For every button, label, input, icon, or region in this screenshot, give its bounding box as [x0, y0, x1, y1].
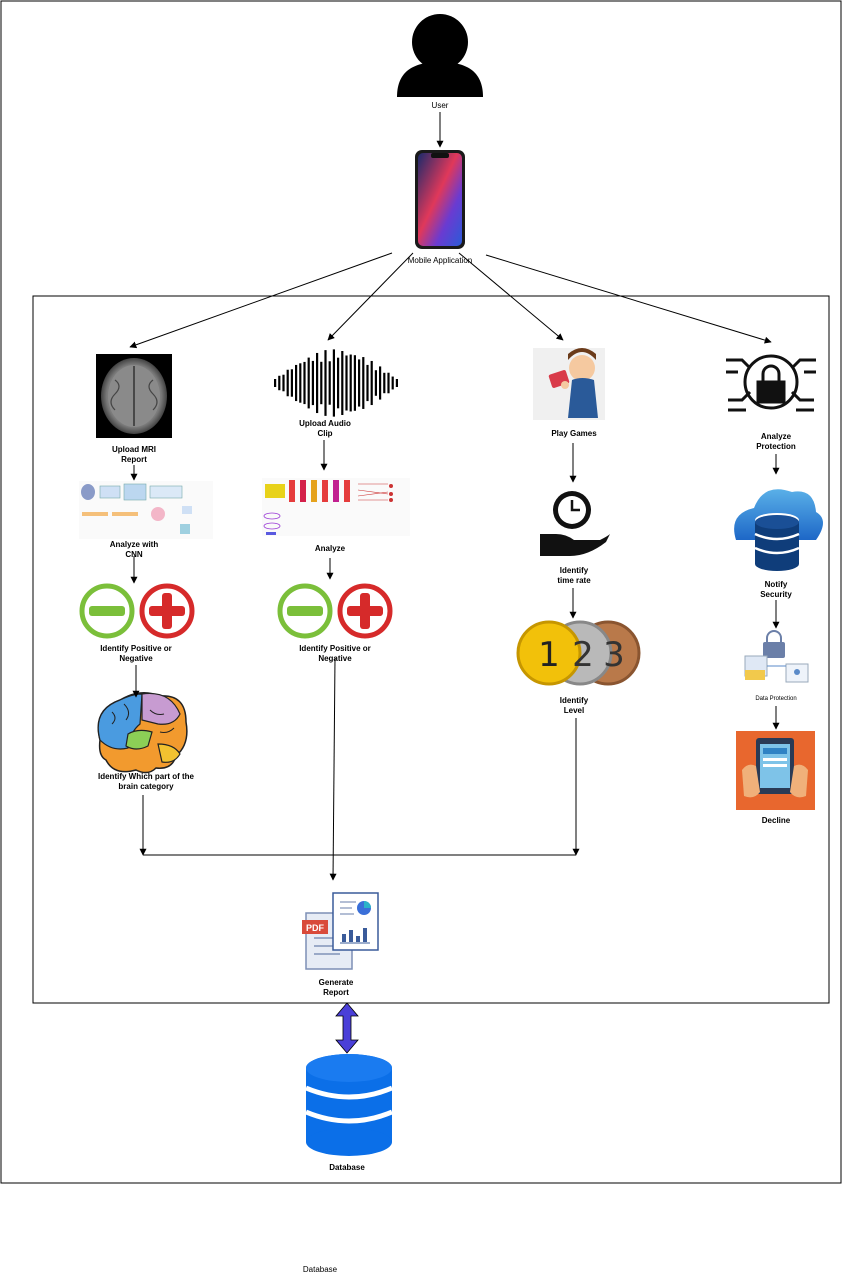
decline-tablet-icon — [736, 731, 815, 810]
user-icon — [397, 14, 483, 97]
audio-waveform-icon — [274, 349, 398, 417]
smartphone-icon — [415, 150, 465, 249]
negative-positive-icon-audio — [277, 583, 393, 639]
analyze-audio-label: Analyze — [314, 544, 346, 553]
negative-positive-icon-mri — [79, 583, 195, 639]
cnn-architecture-icon — [79, 481, 213, 539]
brain-icon — [97, 692, 188, 774]
user-label: User — [431, 101, 449, 110]
time-rate-icon — [540, 491, 610, 556]
pdf-label: PDF — [306, 923, 325, 933]
medal-bronze-number: 3 — [603, 635, 625, 675]
database-icon — [305, 1054, 393, 1156]
bidirectional-arrow — [335, 1002, 359, 1054]
medal-gold-number: 1 — [538, 635, 560, 675]
data-protection-icon — [741, 630, 811, 685]
outer-frame — [0, 0, 842, 1184]
cloud-database-icon — [734, 489, 823, 571]
medals-icon: 1 2 3 — [516, 620, 641, 686]
mobile-app-label: Mobile Application — [407, 256, 473, 265]
medal-silver-number: 2 — [572, 635, 594, 675]
inner-frame — [32, 295, 830, 1004]
mri-scan-icon — [96, 354, 172, 438]
connectors — [129, 112, 780, 881]
data-protection-label: Data Protection — [755, 696, 797, 702]
play-games-icon — [533, 348, 605, 420]
decline-label: Decline — [761, 816, 791, 825]
play-games-label: Play Games — [551, 429, 597, 438]
database-label: Database — [329, 1163, 365, 1172]
security-lock-icon — [726, 354, 816, 412]
footer-database-label: Database — [302, 1265, 338, 1274]
audio-cnn-icon — [262, 478, 410, 536]
report-document-icon: PDF — [302, 892, 379, 970]
